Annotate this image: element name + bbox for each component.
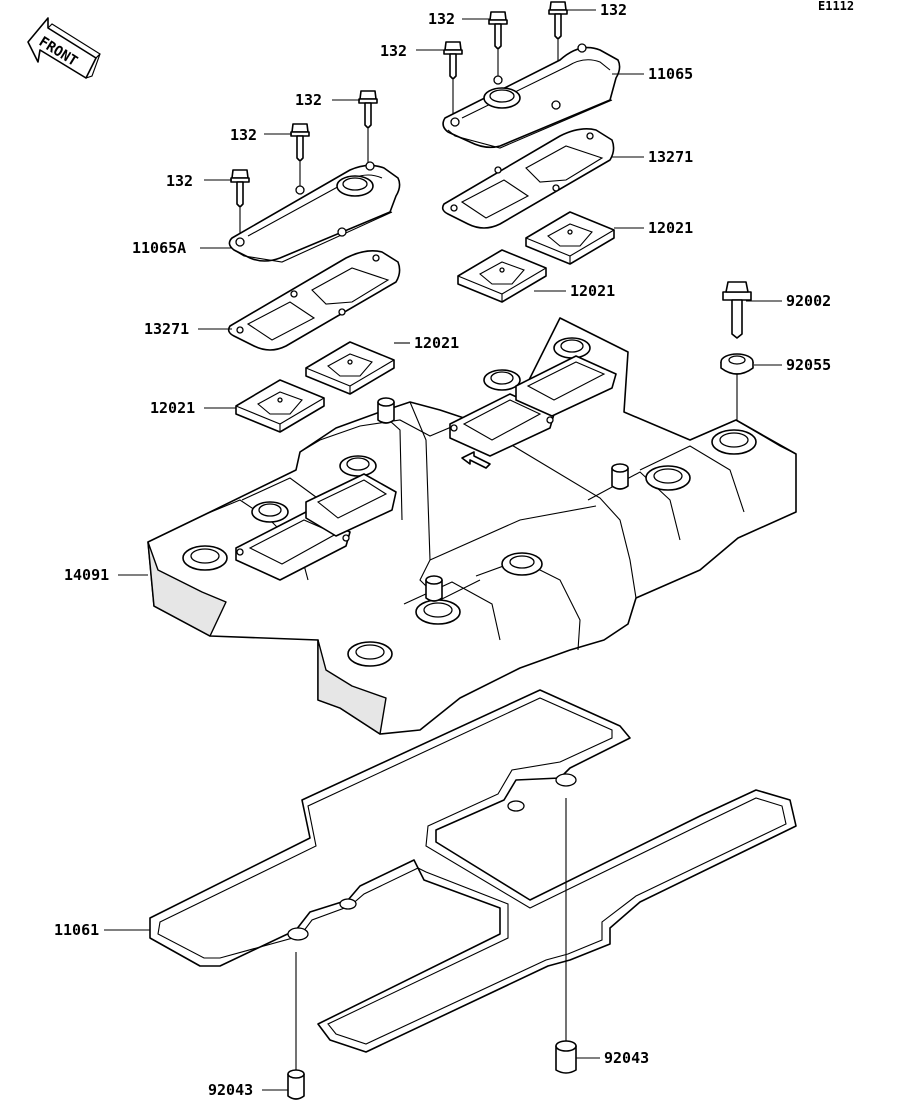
part-labels: 132 132 132 132 132 132 11065 11065A 132…: [54, 1, 831, 1099]
label-132: 132: [380, 42, 407, 60]
reed-plate-12021-right-lower: [457, 249, 547, 303]
label-12021: 12021: [570, 282, 615, 300]
bolt-132-icon: [443, 41, 463, 80]
label-12021: 12021: [150, 399, 195, 417]
bolt-92002-icon: [722, 281, 752, 339]
cylinder-head-cover-14091: [147, 317, 797, 735]
bolt-132-icon: [358, 90, 378, 129]
label-132: 132: [428, 10, 455, 28]
bolt-132-icon: [548, 1, 568, 40]
label-13271: 13271: [144, 320, 189, 338]
reed-plate-12021-left-lower: [235, 379, 325, 433]
front-arrow-icon: FRONT: [27, 17, 101, 79]
label-132: 132: [166, 172, 193, 190]
head-cover-gasket-11061: [149, 689, 797, 1053]
bolt-132-icon: [488, 11, 508, 50]
label-92002: 92002: [786, 292, 831, 310]
reed-plate-12021-right-upper: [525, 211, 615, 265]
bolt-132-icon: [230, 169, 250, 208]
label-92055: 92055: [786, 356, 831, 374]
reed-plate-12021-left-upper: [305, 341, 395, 395]
label-11065A: 11065A: [132, 239, 186, 257]
label-132: 132: [295, 91, 322, 109]
label-13271: 13271: [648, 148, 693, 166]
label-132: 132: [230, 126, 257, 144]
breather-cover-11065: [442, 43, 621, 149]
label-132: 132: [600, 1, 627, 19]
label-11061: 11061: [54, 921, 99, 939]
label-92043: 92043: [208, 1081, 253, 1099]
bolt-132-icon: [290, 123, 310, 162]
label-11065: 11065: [648, 65, 693, 83]
breather-gasket-13271-right: [441, 128, 615, 229]
breather-gasket-13271-left: [227, 250, 401, 351]
dowel-pin-92043-icon: [555, 1040, 577, 1074]
label-14091: 14091: [64, 566, 109, 584]
label-12021: 12021: [414, 334, 459, 352]
label-12021: 12021: [648, 219, 693, 237]
breather-cover-11065A: [228, 161, 401, 263]
dowel-pin-92043-icon: [287, 1069, 305, 1100]
washer-92055-icon: [720, 353, 754, 375]
label-92043: 92043: [604, 1049, 649, 1067]
diagram-code: E1112: [818, 0, 854, 13]
